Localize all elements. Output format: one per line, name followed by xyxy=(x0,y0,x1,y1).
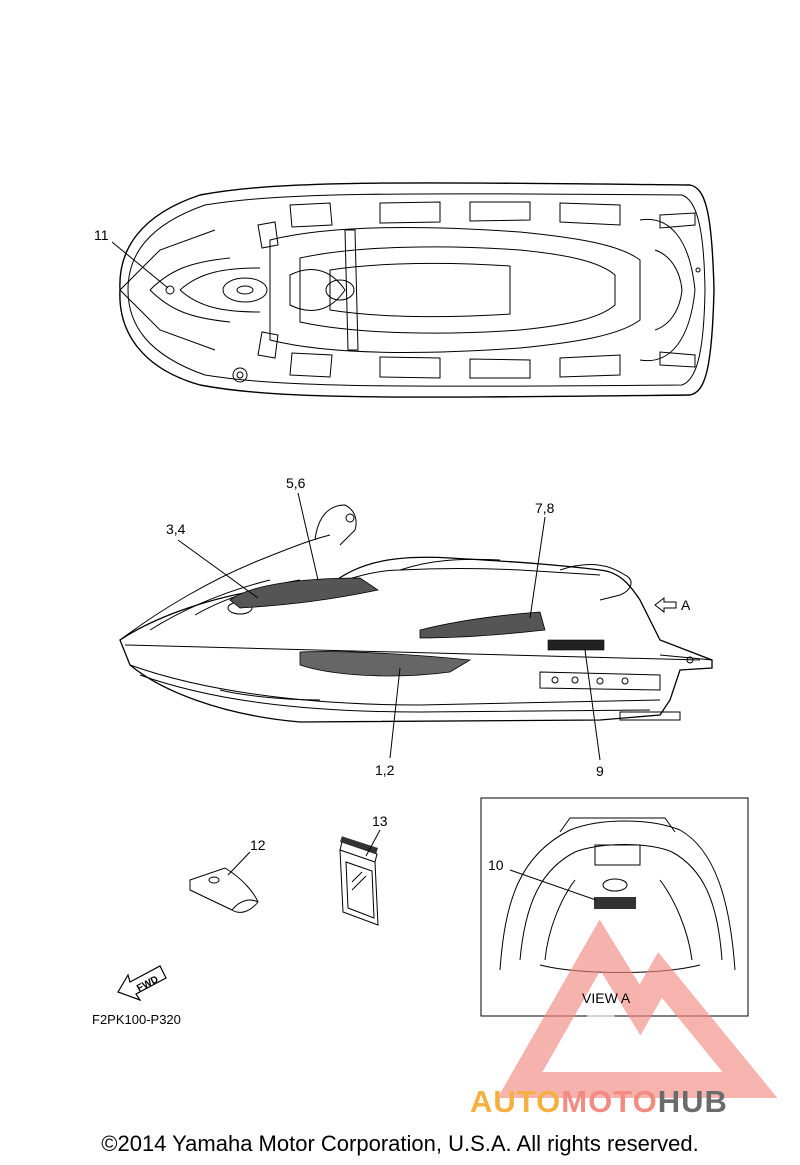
leader-line-11 xyxy=(111,241,169,289)
callout-12: 12 xyxy=(250,837,266,853)
callout-3-4: 3,4 xyxy=(166,521,186,537)
leader-line-9 xyxy=(584,649,601,761)
leader-line-3-4 xyxy=(177,539,259,599)
callout-10: 10 xyxy=(488,857,504,873)
leader-line-7-8 xyxy=(529,516,546,619)
side-view-watercraft xyxy=(119,504,713,723)
leader-line-5-6 xyxy=(297,492,319,581)
top-view-watercraft xyxy=(119,182,715,398)
watermark-moto: MOTO xyxy=(561,1084,658,1119)
part-12-cap xyxy=(189,867,259,913)
view-a-decal xyxy=(594,897,636,909)
side-decals xyxy=(229,577,605,677)
view-arrow xyxy=(654,596,677,614)
part-13-pouch xyxy=(339,841,379,926)
leader-line-12 xyxy=(227,851,251,876)
part-13-band xyxy=(340,836,378,854)
callout-7-8: 7,8 xyxy=(535,500,555,516)
leader-line-13 xyxy=(365,829,381,857)
callout-13: 13 xyxy=(372,813,388,829)
view-a-stern xyxy=(499,817,736,973)
watermark-brand: AUTOMOTOHUB xyxy=(470,1084,728,1120)
callout-5-6: 5,6 xyxy=(286,475,306,491)
callout-1-2: 1,2 xyxy=(375,762,395,778)
leader-line-10 xyxy=(509,869,597,901)
callout-11: 11 xyxy=(94,227,109,243)
leader-line-1-2 xyxy=(389,667,401,759)
watermark-logo xyxy=(497,919,778,1098)
callout-9: 9 xyxy=(596,763,604,779)
watermark-auto: AUTO xyxy=(470,1084,562,1119)
view-arrow-label: A xyxy=(681,597,691,613)
watermark-hub: HUB xyxy=(657,1084,728,1119)
view-a-label: VIEW A xyxy=(582,990,631,1006)
part-code: F2PK100-P320 xyxy=(92,1012,181,1027)
fwd-arrow-icon xyxy=(117,965,167,1002)
copyright-notice: ©2014 Yamaha Motor Corporation, U.S.A. A… xyxy=(101,1131,699,1156)
